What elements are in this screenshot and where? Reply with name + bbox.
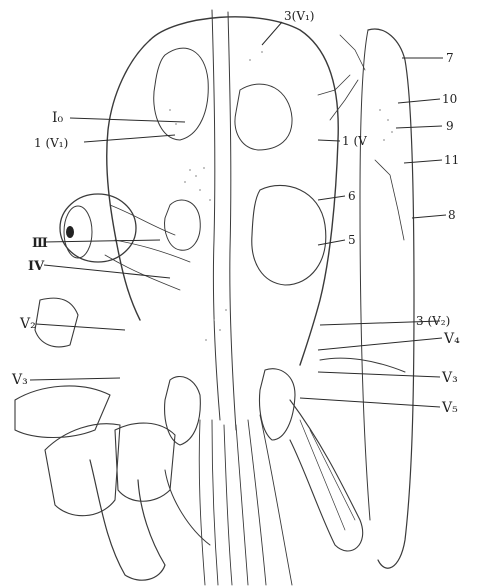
brain-lobes [154, 48, 326, 285]
right-lateral-structure [318, 29, 414, 568]
label-6: 6 [348, 189, 356, 203]
label-7: 7 [446, 51, 454, 65]
label-v3-right: V₃ [441, 370, 458, 386]
label-3v2-right: 3 (V₂) [416, 314, 450, 328]
leader-lines [30, 22, 446, 407]
label-3v1-top: 3(V₁) [284, 9, 314, 23]
label-8: 8 [448, 208, 456, 222]
label-10: 10 [442, 92, 457, 106]
label-5: 5 [348, 233, 356, 247]
label-11: 11 [444, 153, 459, 167]
label-v4: V₄ [443, 331, 460, 347]
lower-right-muscle [290, 358, 405, 551]
label-io: I₀ [52, 110, 64, 126]
label-iv: IV [28, 259, 45, 274]
skull-outline [107, 10, 339, 430]
neck-nerve-bundle [165, 369, 295, 585]
labels: 3(V₁) I₀ 1 (V₁) Ⅲ IV V₂ V₃ 7 10 9 1 (V 1… [11, 9, 460, 416]
label-v2-left: V₂ [19, 316, 36, 332]
label-9: 9 [446, 119, 454, 133]
label-v3-left: V₃ [11, 372, 28, 388]
label-v5: V₅ [441, 400, 458, 416]
lower-left-muscles [15, 298, 210, 580]
label-1v-right: 1 (V [342, 134, 367, 148]
eyeball-drawing [60, 194, 190, 290]
stippling [169, 51, 393, 341]
label-1v1-left: 1 (V₁) [34, 136, 68, 150]
label-iii: Ⅲ [32, 236, 48, 251]
